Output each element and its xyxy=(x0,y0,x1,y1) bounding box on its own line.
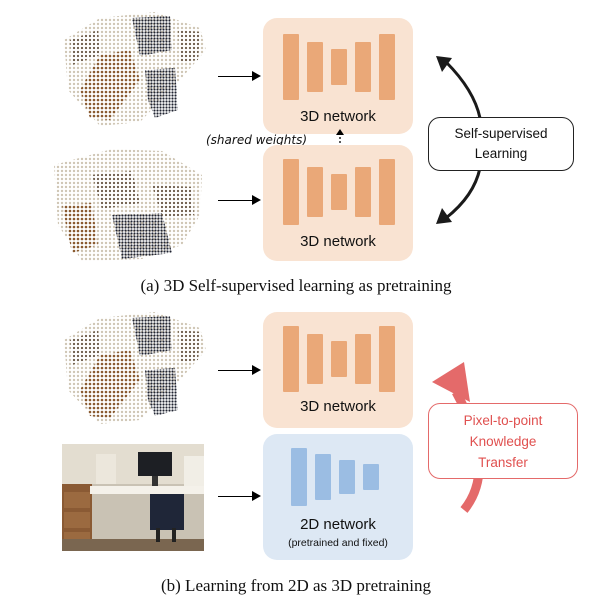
self-supervised-learning-box: Self-supervised Learning xyxy=(428,117,574,171)
network-label: 3D network xyxy=(300,108,376,125)
point-cloud-scan-3 xyxy=(64,312,206,424)
network-3d-panel-b: 3D network xyxy=(263,312,413,428)
rgb-photo-image xyxy=(62,444,204,551)
arrow-icon xyxy=(252,365,261,375)
network-3d-bottom: 3D network xyxy=(263,145,413,261)
input-arrow-b2 xyxy=(218,496,254,497)
network-sublabel: (pretrained and fixed) xyxy=(288,537,388,549)
arrow-icon xyxy=(252,195,261,205)
network-label: 3D network xyxy=(300,398,376,415)
caption-a: (a) 3D Self-supervised learning as pretr… xyxy=(140,276,452,295)
input-arrow-a1 xyxy=(218,76,254,77)
arrow-icon xyxy=(252,491,261,501)
ssl-line-2: Learning xyxy=(474,146,528,161)
input-arrow-b1 xyxy=(218,370,254,371)
point-cloud-scan-2 xyxy=(54,149,202,261)
arrow-icon xyxy=(252,71,261,81)
ssl-line-1: Self-supervised xyxy=(454,126,548,141)
input-arrow-a2 xyxy=(218,200,254,201)
shared-weights-label: (shared weights) xyxy=(206,133,308,147)
curved-arrow-icon xyxy=(436,56,482,224)
knowledge-transfer-box: Pixel-to-point Knowledge Transfer xyxy=(428,403,578,479)
point-cloud-scan-1 xyxy=(64,12,206,126)
network-3d-top: 3D network xyxy=(263,18,413,134)
network-2d: 2D network (pretrained and fixed) xyxy=(263,434,413,560)
transfer-line-1: Pixel-to-point xyxy=(463,412,543,428)
caption-b: (b) Learning from 2D as 3D pretraining xyxy=(160,576,432,595)
transfer-line-3: Transfer xyxy=(478,454,528,470)
network-label: 2D network xyxy=(300,516,376,533)
transfer-line-2: Knowledge xyxy=(469,433,537,449)
network-label: 3D network xyxy=(300,233,376,250)
